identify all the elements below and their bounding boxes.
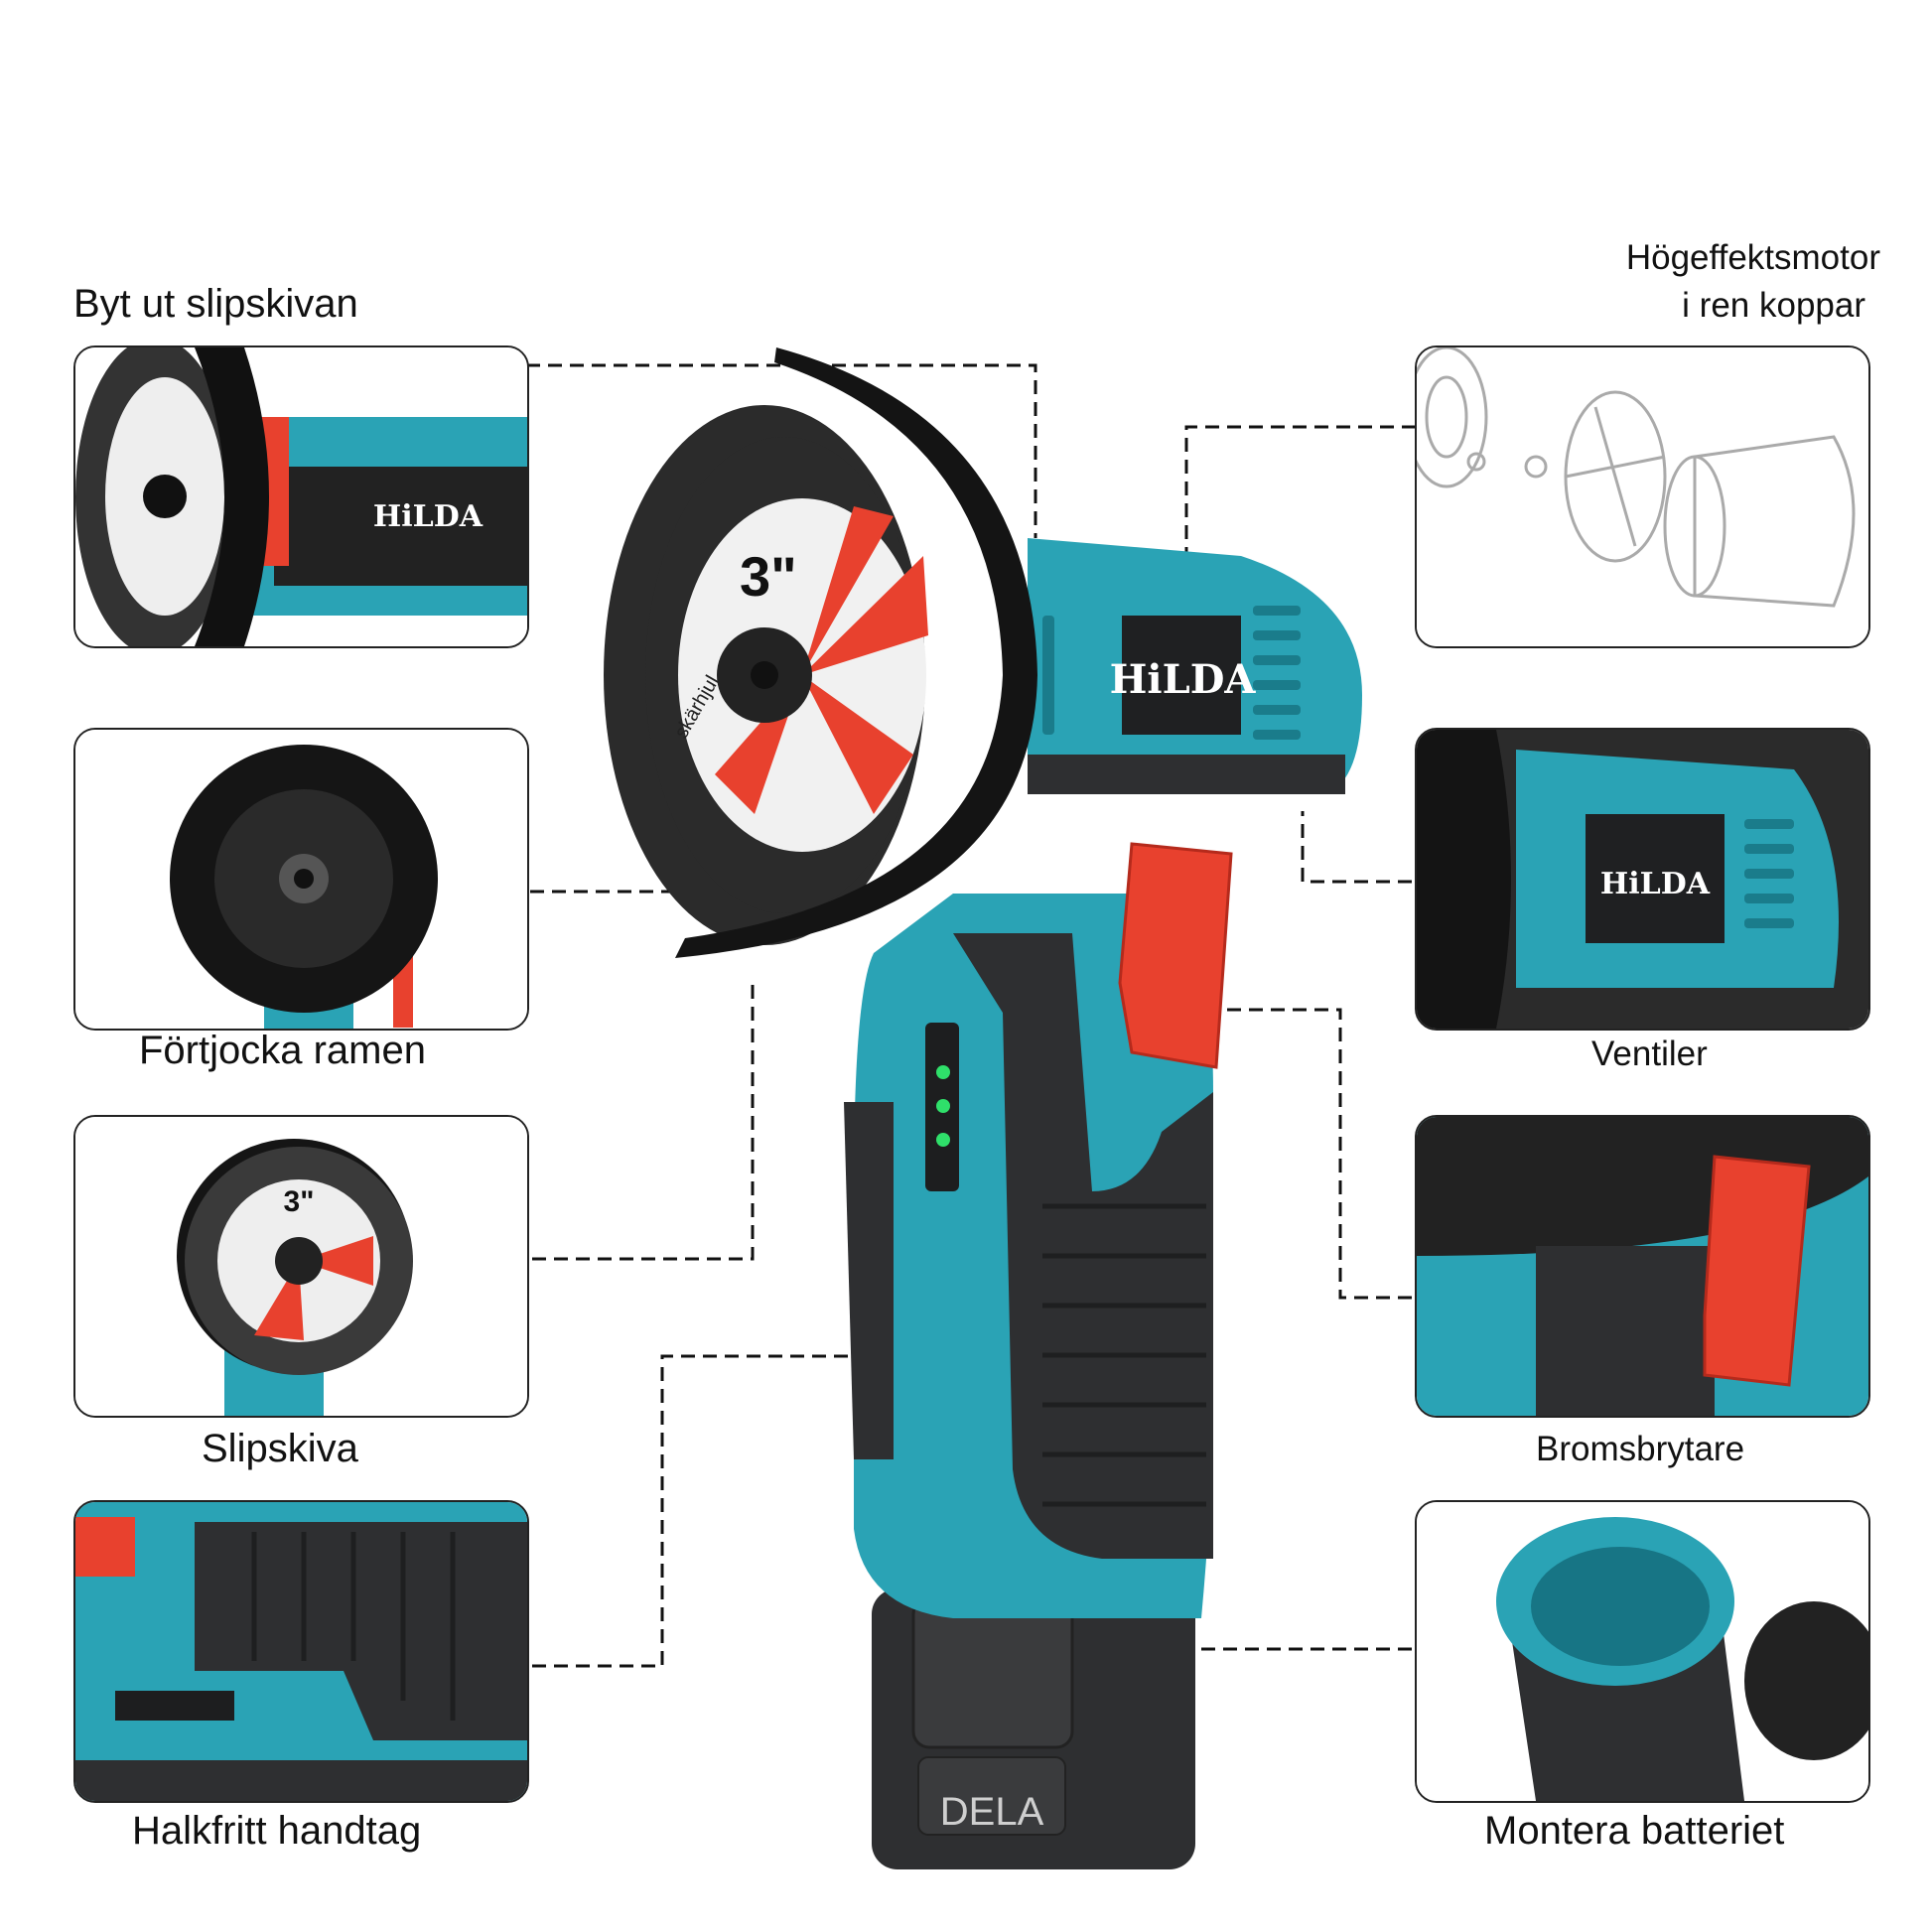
label-nonslip-handle: Halkfritt handtag [132,1809,422,1853]
handle [844,894,1213,1618]
label-brake-switch: Bromsbrytare [1536,1430,1745,1468]
label-thicken-frame: Förtjocka ramen [139,1029,426,1072]
led-icon [936,1099,950,1113]
label-replace-disc: Byt ut slipskivan [73,282,358,326]
battery: DELA [872,1588,1195,1869]
svg-text:HiLDA: HiLDA [373,499,483,534]
label-grinding-disc: Slipskiva [202,1427,358,1470]
panel-nonslip-handle [73,1500,529,1803]
panel-vents: HiLDA [1415,728,1870,1031]
grinding-disc: 3" skärhjul [604,405,928,945]
svg-text:3": 3" [284,1185,315,1218]
svg-text:HiLDA: HiLDA [1600,867,1711,901]
panel-copper-motor [1415,345,1870,648]
disc-size: 3" [740,545,797,608]
brand-badge [1122,616,1241,735]
label-motor-line1: Högeffektsmotor [1625,238,1880,277]
panel-brake-switch [1415,1115,1870,1418]
label-motor-line2: i ren koppar [1682,286,1865,325]
led-icon [936,1065,950,1079]
panel-replace-disc: HiLDA [73,345,529,648]
battery-label: DELA [940,1790,1044,1834]
label-mount-battery: Montera batteriet [1484,1809,1785,1853]
panel-thicken-frame [73,728,529,1031]
panel-grinding-disc: 3" [73,1115,529,1418]
led-icon [936,1133,950,1147]
brake-switch [1118,842,1233,1069]
motor-housing: HiLDA [1028,538,1362,794]
label-vents: Ventiler [1591,1035,1708,1073]
panel-mount-battery [1415,1500,1870,1803]
brand-logo: HiLDA [1110,656,1257,703]
